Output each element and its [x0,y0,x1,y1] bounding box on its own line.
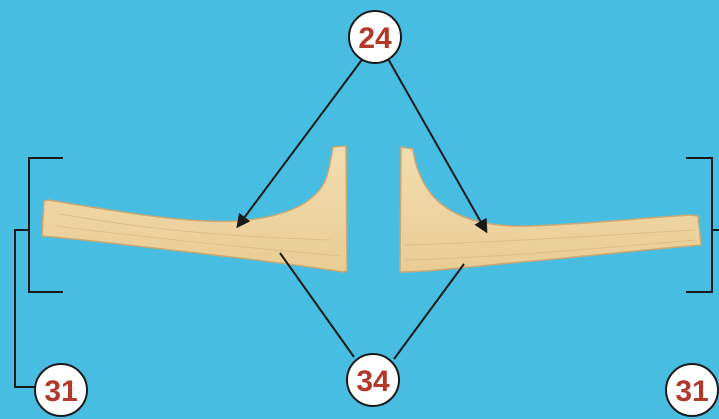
left-wood-grain [54,213,341,257]
left-wood-part [41,145,348,273]
right-bracket [686,157,713,293]
arrow-24-left [236,56,365,229]
callout-34-circle [346,353,400,407]
left-bracket [28,157,63,293]
callout-31-right-circle [665,363,719,417]
callout-34: 34 [346,353,400,407]
arrow-24-right [386,56,488,234]
right-wood-grain [404,229,696,261]
callout-31-left-circle [34,363,88,417]
callout-24-label: 24 [358,22,392,55]
callout-34-label: 34 [356,365,390,398]
callout-24-circle [348,10,402,64]
callout-24: 24 [348,10,402,64]
callout-31-left-label: 31 [44,375,77,408]
left-leader-31 [14,229,38,388]
line-34-right [393,263,465,360]
callout-31-right-label: 31 [675,375,708,408]
callout-31-right: 31 [665,363,719,417]
line-34-left [279,252,355,358]
callout-31-left: 31 [34,363,88,417]
right-wood-part [399,146,702,273]
